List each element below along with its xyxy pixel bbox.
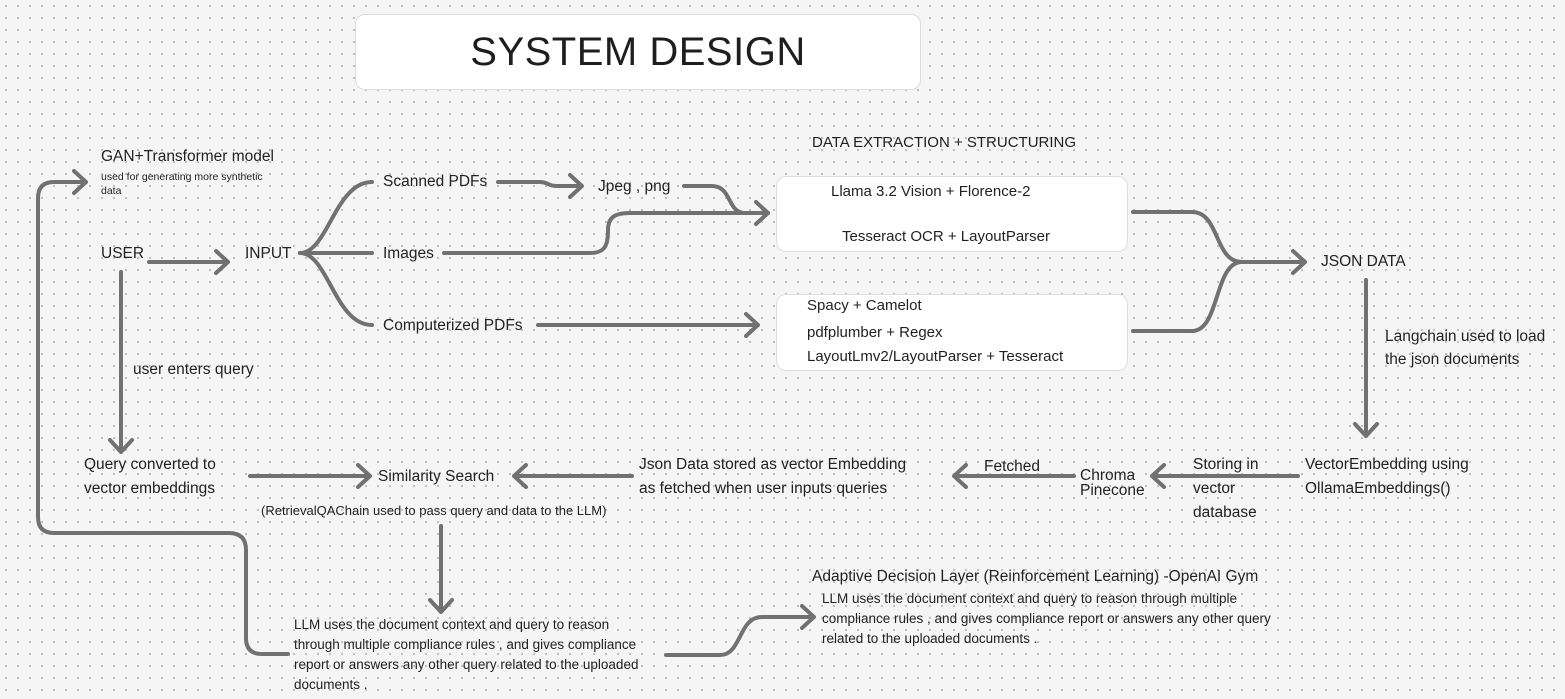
adaptive-line1: LLM uses the document context and query … (822, 591, 1237, 606)
vision-box-line1: Llama 3.2 Vision + Florence-2 (831, 183, 1031, 200)
digital-box-line1: Spacy + Camelot (807, 297, 922, 314)
node-scanned-pdfs: Scanned PDFs (383, 173, 488, 190)
storing-line1: Storing in (1193, 456, 1259, 473)
fetched-label: Fetched (984, 458, 1041, 475)
arrow-user-input (147, 249, 230, 275)
node-input: INPUT (245, 245, 292, 262)
gan-subtitle-line2: data (101, 185, 122, 197)
vision-extraction-box (776, 176, 1128, 252)
llm-description: LLM uses the document context and query … (294, 615, 664, 695)
adaptive-description: LLM uses the document context and query … (822, 589, 1302, 649)
json-stored-line1: Json Data stored as vector Embedding (639, 456, 907, 473)
arrow-query-similarity (248, 463, 372, 489)
langchain-label-line2: the json documents (1385, 351, 1520, 368)
digital-box-line3: LayoutLmv2/LayoutParser + Tesseract (807, 348, 1064, 365)
gan-subtitle-line1: used for generating more synthetic (101, 171, 263, 183)
merge-vision-json (1131, 210, 1302, 264)
section-heading: DATA EXTRACTION + STRUCTURING (812, 134, 1077, 151)
arrow-computerized-digital (536, 312, 760, 338)
adaptive-line3: related to the uploaded documents . (822, 631, 1038, 646)
arrow-vector-chroma (1150, 463, 1300, 489)
llm-line4: documents . (294, 677, 368, 692)
vision-box-line2: Tesseract OCR + LayoutParser (842, 228, 1051, 245)
storing-line2: vector (1193, 480, 1236, 497)
llm-line3: report or answers any other query relate… (294, 657, 639, 672)
arrow-json-vector (1353, 278, 1379, 438)
digital-box-line2: pdfplumber + Regex (807, 324, 943, 341)
query-line1: Query converted to (84, 456, 216, 473)
storing-line3: database (1193, 504, 1257, 521)
arrow-user-query (108, 270, 134, 454)
arrow-scanned-jpeg (496, 173, 584, 199)
gan-title: GAN+Transformer model (101, 148, 274, 165)
branch-scanned (298, 180, 374, 255)
node-similarity-search: Similarity Search (378, 468, 495, 485)
node-jpeg-png: Jpeg , png (598, 178, 671, 195)
node-json-data: JSON DATA (1321, 253, 1406, 270)
arrow-jpeg-vision (682, 184, 770, 226)
merge-digital-json (1131, 249, 1307, 333)
adaptive-line2: compliance rules , and gives compliance … (822, 611, 1271, 626)
vector-embedding-line1: VectorEmbedding using (1305, 456, 1469, 473)
page-title: SYSTEM DESIGN (470, 29, 806, 74)
arrow-stored-similarity (512, 463, 634, 489)
arrow-llm-adaptive (664, 604, 816, 657)
llm-line2: through multiple compliance rules , and … (294, 637, 637, 652)
digital-extraction-box (776, 294, 1128, 371)
arrow-chroma-json-stored (952, 463, 1076, 489)
node-images: Images (383, 245, 434, 262)
user-enters-query-label: user enters query (133, 361, 254, 378)
json-stored-line2: as fetched when user inputs queries (639, 480, 888, 497)
langchain-label-line1: Langchain used to load (1385, 328, 1546, 345)
node-user: USER (101, 245, 145, 262)
branch-computerized (298, 251, 374, 327)
node-computerized-pdfs: Computerized PDFs (383, 317, 523, 334)
node-chroma: Chroma (1080, 467, 1136, 484)
vector-embedding-line2: OllamaEmbeddings() (1305, 480, 1451, 497)
title-box: SYSTEM DESIGN (355, 14, 921, 90)
arrow-images-vision (442, 211, 770, 255)
arrow-feedback-gan (36, 169, 290, 656)
adaptive-title: Adaptive Decision Layer (Reinforcement L… (812, 568, 1259, 585)
node-pinecone: Pinecone (1080, 482, 1145, 499)
llm-line1: LLM uses the document context and query … (294, 617, 610, 632)
retrieval-qa-label: (RetrievalQAChain used to pass query and… (261, 503, 607, 518)
query-line2: vector embeddings (84, 480, 215, 497)
arrow-similarity-llm (428, 524, 454, 614)
